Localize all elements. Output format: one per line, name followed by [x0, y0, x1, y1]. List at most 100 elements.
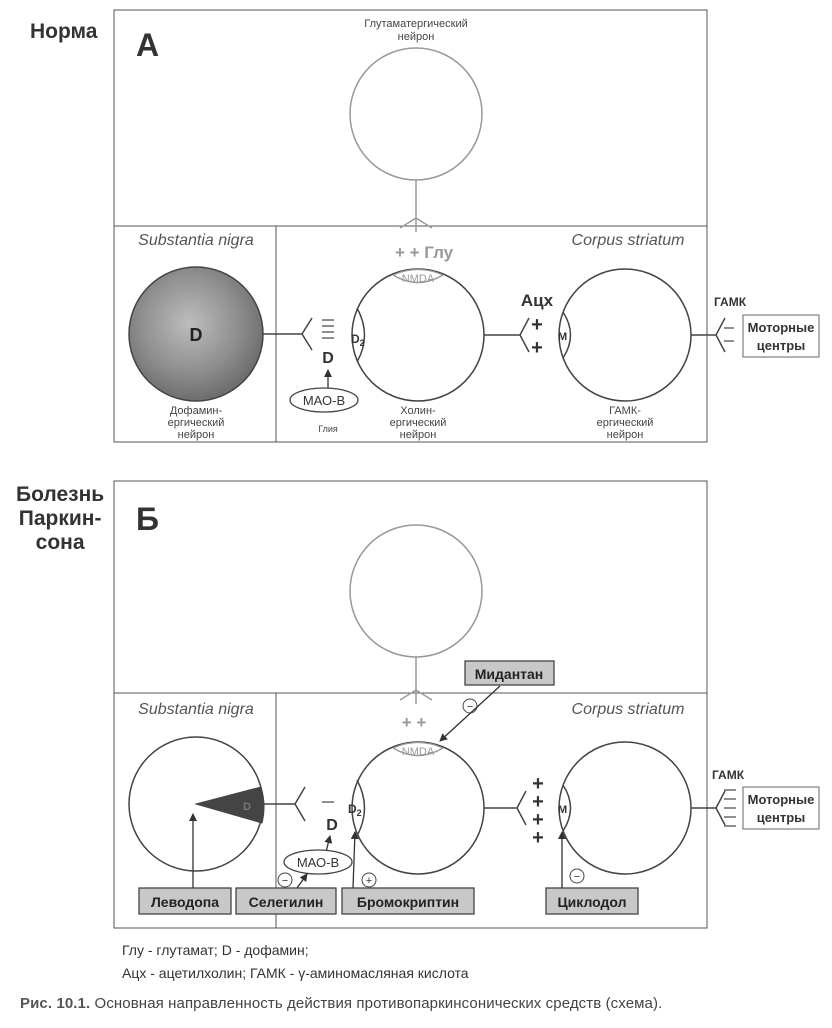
cholinergic-label-line-2: ергический [390, 417, 447, 429]
d2-label-a: D2 [351, 332, 365, 348]
panel-a: А Глутаматергический нейрон + + Глу Subs… [113, 9, 820, 443]
bromocriptin-plus-label: + [366, 875, 372, 887]
cholinergic-label-line-1: Холин- [400, 405, 436, 417]
midantan-label: Мидантан [475, 666, 544, 682]
bromocriptin-box [341, 887, 475, 915]
cyclodol-minus-sign [569, 868, 585, 884]
panel-b-side-label: Болезнь Паркин- сона [16, 483, 104, 555]
motor-centers-line-1-a: Моторные [748, 320, 815, 335]
gaba-label-a: ГАМК [714, 295, 747, 309]
m-label-b: M [558, 804, 567, 816]
glu-transmitter-label-a: + + Глу [395, 243, 454, 262]
dopamine-terminal-a [301, 317, 313, 351]
nmda-receptor-a [392, 274, 444, 284]
levodopa-box [138, 887, 232, 915]
dopamine-letter-a: D [190, 325, 203, 345]
selegilin-box [235, 887, 337, 915]
levodopa-label: Леводопа [151, 894, 219, 910]
motor-centers-line-2-b: центры [757, 810, 805, 825]
glu-terminal-b [399, 689, 433, 704]
gaba-neuron-label-line-3: нейрон [607, 429, 644, 441]
cholinergic-neuron-b [351, 741, 485, 875]
glu-terminal-a [399, 217, 433, 232]
d2-label-b: D2 [348, 802, 362, 818]
dopamine-neuron-label-line-3: нейрон [178, 429, 215, 441]
midantan-arrow [439, 685, 501, 742]
gaba-neuron-label-line-2: ергический [597, 417, 654, 429]
nmda-label-a: NMDA [402, 273, 435, 285]
gabaergic-neuron-a [558, 268, 692, 402]
ach-plus-4-b: + [532, 827, 544, 849]
motor-centers-line-2-a: центры [757, 338, 805, 353]
figure-caption-text: Основная направленность действия противо… [94, 995, 663, 1012]
legend-line-1: Глу - глутамат; D - дофамин; [122, 942, 309, 958]
panel-b-letter: Б [136, 501, 159, 537]
legend-line-2: Ацх - ацетилхолин; ГАМК - γ-аминомасляна… [122, 965, 469, 981]
panel-b-frame [113, 480, 708, 929]
mao-b-ellipse-a [289, 387, 359, 413]
glu-neuron-label-line-1: Глутаматергический [364, 18, 468, 30]
corpus-striatum-label-b: Corpus striatum [572, 701, 685, 718]
midantan-minus-label: − [467, 701, 473, 713]
cholinergic-label-line-3: нейрон [400, 429, 437, 441]
gaba-vesicles-b [724, 789, 736, 827]
panel-b: Б + + Substantia nigra Corpus striatum М… [113, 480, 820, 929]
glia-label-a: Глия [318, 424, 338, 434]
ach-plus-1-a: + [531, 314, 543, 336]
ach-plus-2-a: + [531, 337, 543, 359]
bromocriptin-arrow [350, 831, 359, 889]
panel-a-letter: А [136, 27, 159, 63]
cholinergic-neuron-a [351, 268, 485, 402]
panel-b-side-label-line-1: Болезнь [16, 483, 105, 506]
mao-b-label-b: МАО-В [297, 855, 339, 870]
selegilin-arrow [296, 873, 308, 889]
gaba-terminal-b [715, 790, 726, 826]
d2-receptor-b [356, 779, 366, 837]
motor-centers-box-a [742, 314, 820, 358]
panel-b-side-label-line-3: сона [35, 531, 85, 554]
released-dopamine-a: D [322, 350, 334, 367]
ach-label-a: Ацх [521, 291, 554, 310]
nmda-receptor-top-b [392, 741, 444, 749]
bromocriptin-plus-sign [361, 872, 377, 888]
nmda-receptor-b [392, 747, 444, 757]
dopamine-sector-b [194, 786, 265, 824]
mao-to-dopamine-arrow-b [324, 835, 333, 853]
ach-plus-2-b: + [532, 791, 544, 813]
glutamatergic-neuron-a [349, 47, 483, 181]
d2-receptor-a [356, 307, 366, 363]
substantia-nigra-label-b: Substantia nigra [138, 701, 254, 718]
mao-b-ellipse-b [283, 849, 353, 875]
cholinergic-terminal-a [519, 317, 530, 353]
selegilin-minus-sign [277, 872, 293, 888]
figure-caption: Рис. 10.1. Основная направленность дейст… [20, 995, 662, 1012]
dopamine-terminal-b [294, 786, 306, 822]
cholinergic-terminal-b [516, 790, 527, 826]
midantan-box [464, 660, 555, 686]
m-receptor-a [562, 311, 572, 359]
selegilin-label: Селегилин [249, 894, 324, 910]
gaba-vesicles-a [724, 327, 734, 342]
motor-centers-box-b [742, 786, 820, 830]
glu-neuron-label-line-2: нейрон [398, 31, 435, 43]
m-label-a: M [558, 331, 567, 343]
gaba-label-b: ГАМК [712, 768, 745, 782]
ach-plus-3-b: + [532, 809, 544, 831]
m-receptor-b [562, 784, 572, 832]
dopamine-neuron-label-line-2: ергический [168, 417, 225, 429]
figure-caption-label: Рис. 10.1. [20, 995, 91, 1012]
gaba-terminal-a [715, 317, 726, 353]
gabaergic-neuron-b [558, 741, 692, 875]
mao-b-label-a: МАО-В [303, 393, 345, 408]
cyclodol-minus-label: − [574, 871, 580, 883]
substantia-nigra-label-a: Substantia nigra [138, 232, 254, 249]
ach-plus-1-b: + [532, 773, 544, 795]
panel-a-side-label: Норма [30, 20, 98, 43]
bromocriptin-label: Бромокриптин [357, 894, 459, 910]
glutamatergic-neuron-b [349, 524, 483, 658]
dopamine-neuron-label-line-1: Дофамин- [170, 405, 223, 417]
corpus-striatum-label-a: Corpus striatum [572, 232, 685, 249]
selegilin-minus-label: − [282, 875, 288, 887]
nmda-label-b: NMDA [402, 746, 435, 758]
